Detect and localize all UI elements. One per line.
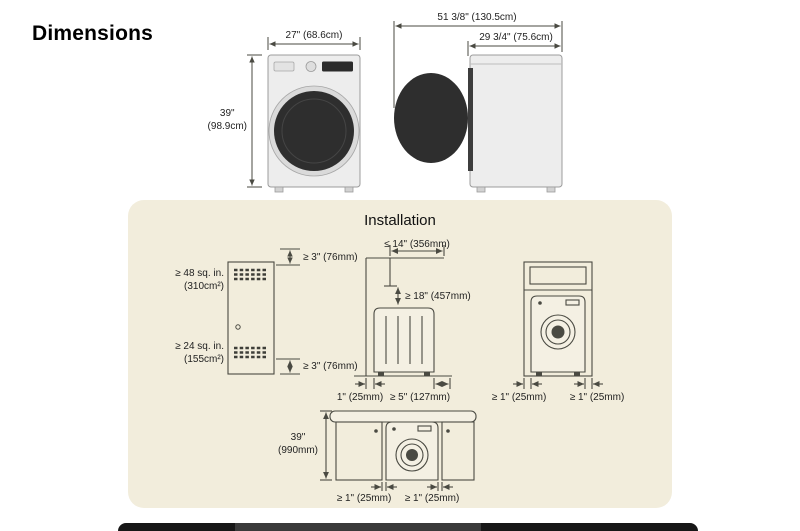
installation-title: Installation bbox=[364, 212, 436, 229]
front-clearance-label: ≥ 5" (127mm) bbox=[389, 392, 451, 403]
vent-bottom-clearance-label: ≥ 3" (76mm) bbox=[303, 361, 358, 372]
vent-top-clearance-label: ≥ 3" (76mm) bbox=[303, 252, 358, 263]
washer-foot bbox=[344, 186, 354, 193]
page-title: Dimensions bbox=[32, 22, 154, 45]
control-display bbox=[322, 61, 353, 72]
front-height-label: 39" (98.9cm) bbox=[207, 108, 247, 132]
closet-right-clearance-label: ≥ 1" (25mm) bbox=[569, 392, 625, 403]
under-right-clearance-label: ≥ 1" (25mm) bbox=[404, 493, 460, 504]
washer-door-front bbox=[274, 91, 354, 171]
vent-top-area-label: ≥ 48 sq. in. (310cm²) bbox=[175, 268, 224, 292]
control-knob bbox=[305, 61, 317, 72]
door-hinge-edge bbox=[468, 68, 473, 171]
under-counter-height-label: 39" (990mm) bbox=[277, 432, 318, 456]
washer-foot bbox=[546, 186, 556, 193]
rear-clearance-label: ≥ 18" (457mm) bbox=[405, 291, 471, 302]
bottom-partial-panel-segment bbox=[235, 523, 481, 531]
side-body-depth-label: 29 3/4" (75.6cm) bbox=[479, 32, 553, 43]
washer-foot bbox=[476, 186, 486, 193]
washer-front-view bbox=[247, 37, 361, 193]
bottom-partial-panel bbox=[118, 523, 698, 531]
vent-bottom-area-label: ≥ 24 sq. in. (155cm²) bbox=[175, 341, 224, 365]
duct-max-label: ≤ 14" (356mm) bbox=[384, 239, 450, 250]
side-total-depth-label: 51 3/8" (130.5cm) bbox=[437, 12, 517, 23]
washer-foot bbox=[274, 186, 284, 193]
side-clearance-label: 1" (25mm) bbox=[336, 392, 384, 403]
washer-door-open bbox=[394, 73, 468, 163]
washer-side-view bbox=[393, 21, 563, 193]
under-left-clearance-label: ≥ 1" (25mm) bbox=[336, 493, 392, 504]
dispenser-drawer bbox=[273, 61, 295, 72]
closet-left-clearance-label: ≥ 1" (25mm) bbox=[491, 392, 547, 403]
front-width-label: 27" (68.6cm) bbox=[285, 30, 343, 41]
